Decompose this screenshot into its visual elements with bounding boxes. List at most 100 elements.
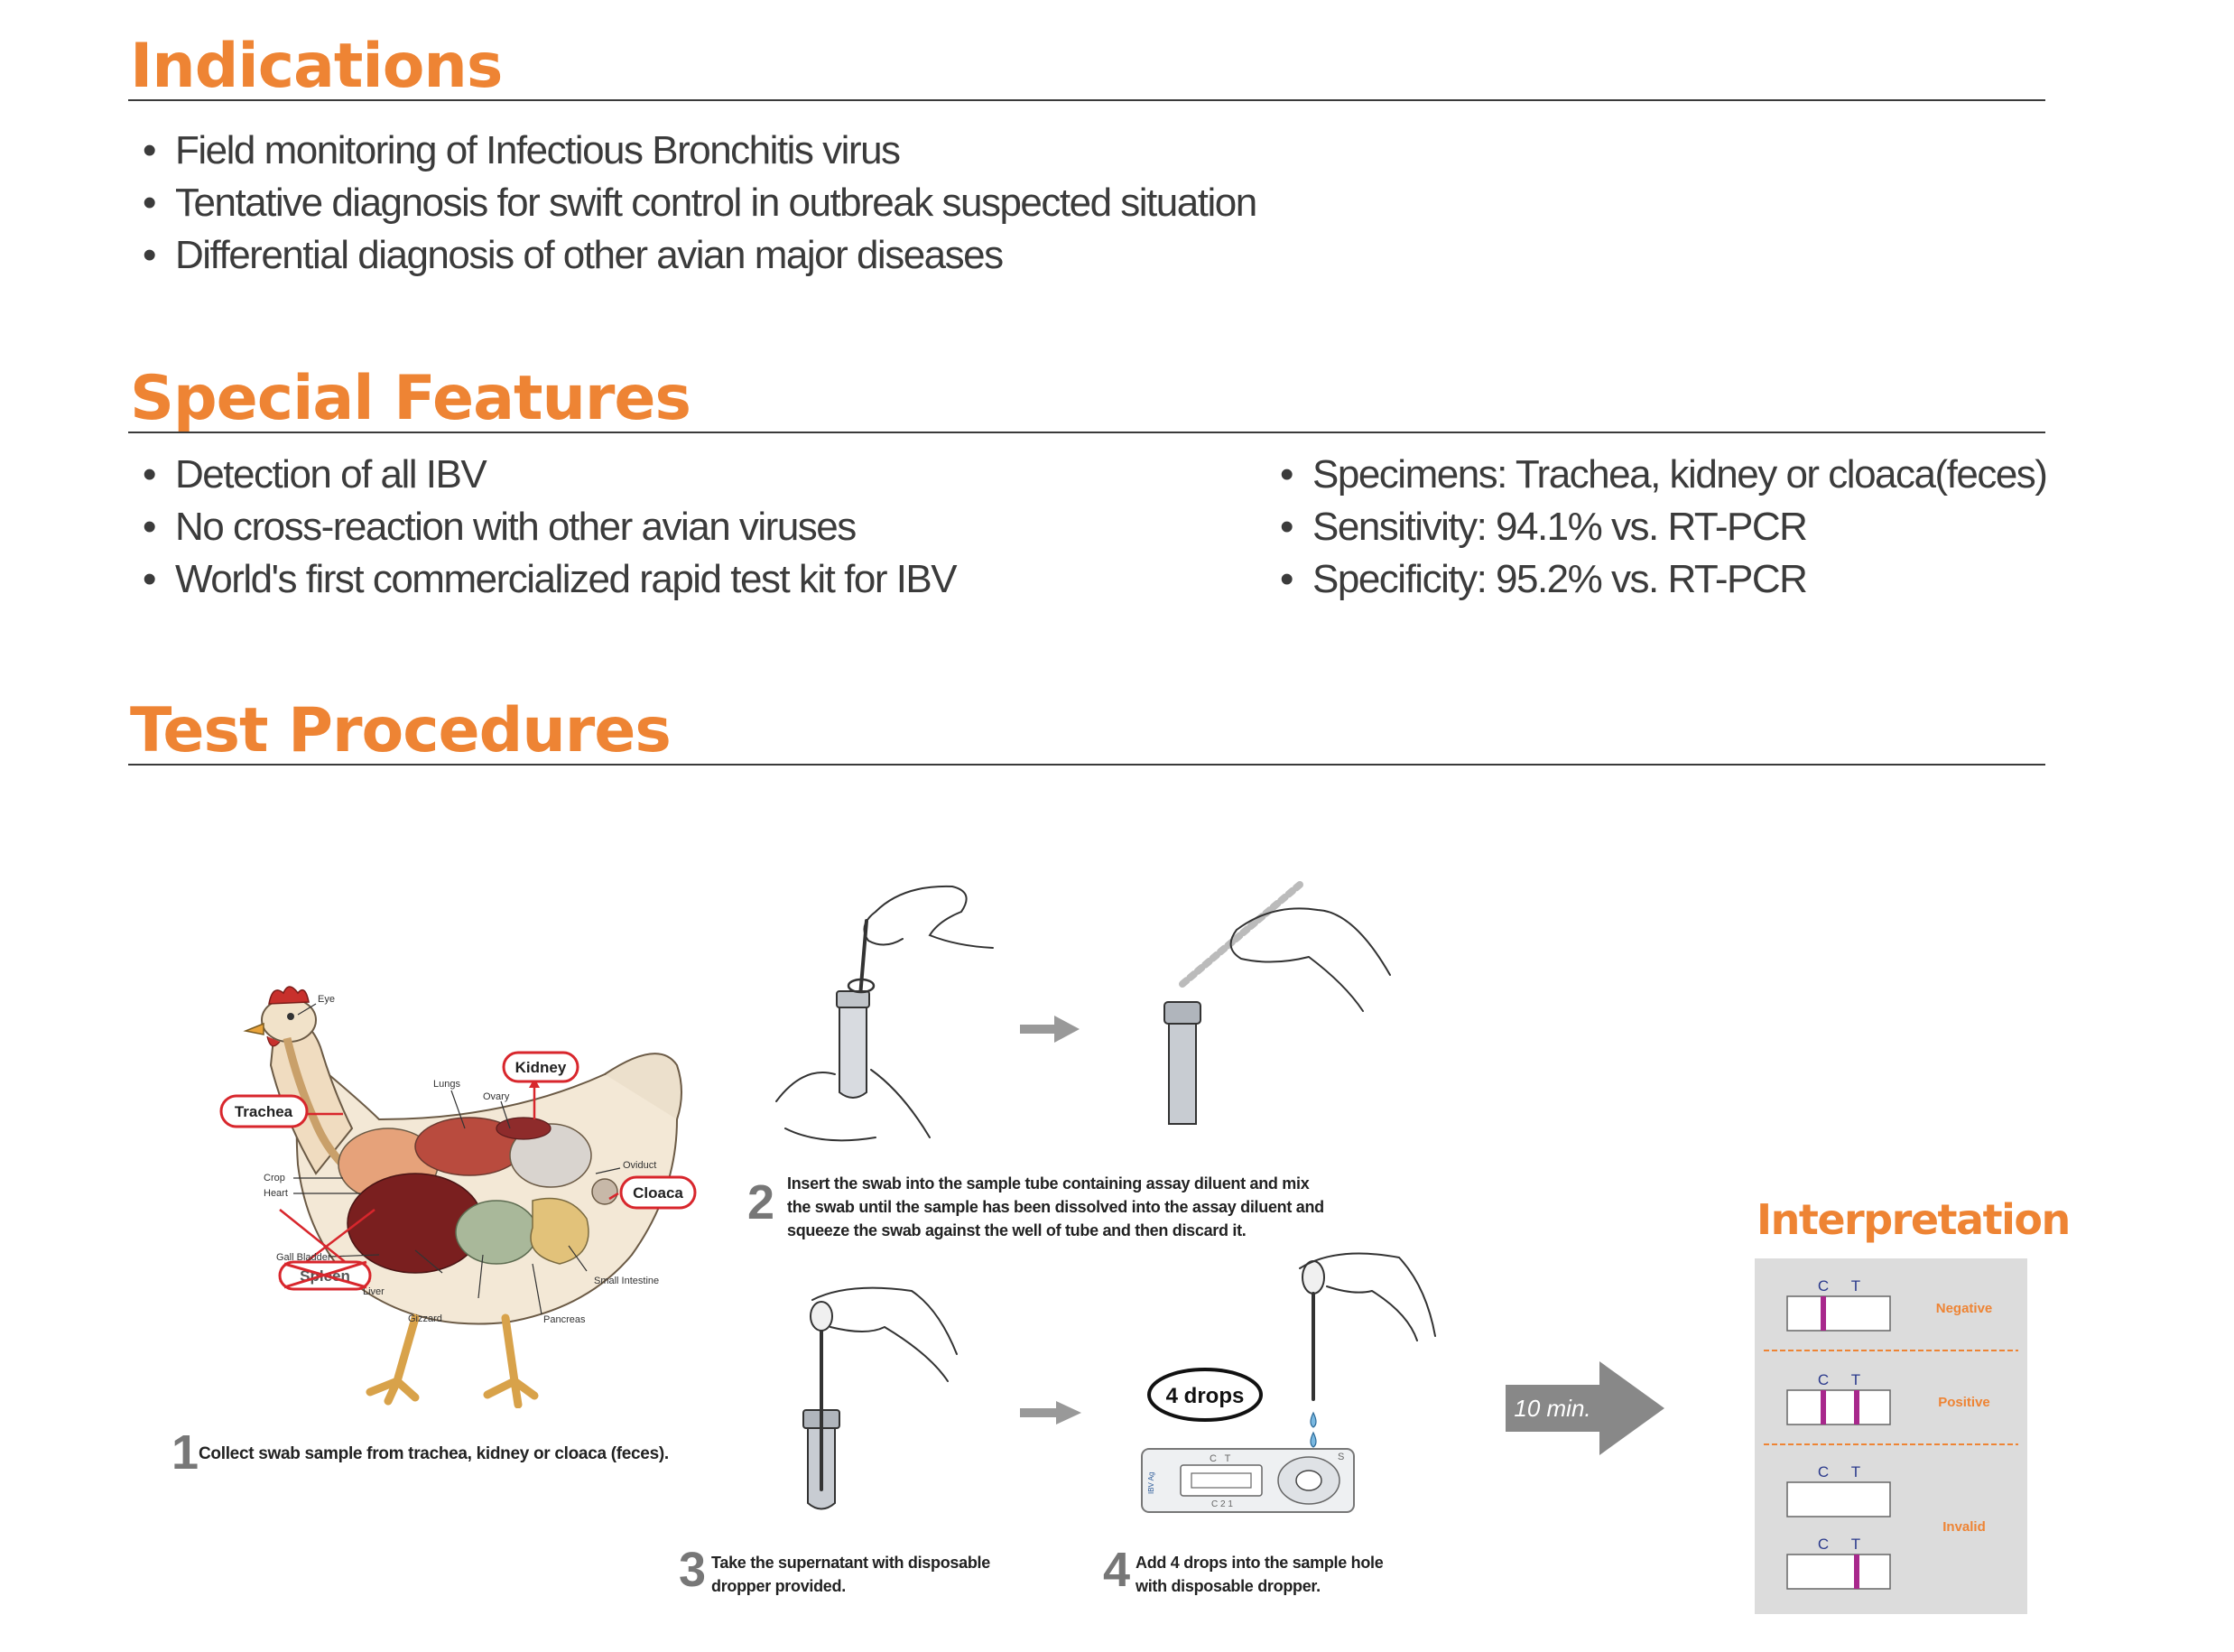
drops-badge	[1147, 1368, 1263, 1422]
step-2-line: the swab until the sample has been disso…	[787, 1198, 1324, 1216]
step-3-arrow	[1020, 1401, 1081, 1425]
chicken-beak	[243, 1022, 264, 1035]
label-eye: Eye	[318, 994, 335, 1005]
test-procedures-title: Test Procedures	[130, 695, 672, 766]
chicken-wattle	[266, 1035, 281, 1047]
feature-item: Detection of all IBV	[143, 449, 956, 501]
interp-strip	[1786, 1554, 1891, 1590]
interp-c-label: C	[1818, 1277, 1829, 1295]
interp-t-line	[1854, 1555, 1859, 1589]
feature-item: Specimens: Trachea, kidney or cloaca(fec…	[1280, 449, 2048, 501]
step-3-line: Take the supernatant with disposable	[711, 1554, 990, 1572]
features-left-list: Detection of all IBV No cross-reaction w…	[143, 449, 958, 606]
special-features-title: Special Features	[130, 363, 691, 434]
drops-label: 4 drops	[1166, 1384, 1245, 1408]
trachea-organ	[283, 1036, 347, 1168]
features-right-list: Specimens: Trachea, kidney or cloaca(fec…	[1280, 449, 2048, 606]
interp-c-line	[1821, 1296, 1826, 1331]
label-ovary: Ovary	[483, 1091, 510, 1102]
label-small-intestine: Small Intestine	[594, 1276, 659, 1286]
test-procedures-divider	[128, 764, 2045, 766]
interpretation-title: Interpretation	[1757, 1195, 2071, 1244]
interp-c-label: C	[1818, 1536, 1829, 1553]
interp-strip	[1786, 1295, 1891, 1332]
step-2-tube	[839, 1006, 867, 1099]
step-2-number: 2	[747, 1175, 775, 1230]
step-3-line: dropper provided.	[711, 1577, 846, 1595]
interp-t-label: T	[1851, 1371, 1860, 1388]
step-3-caption: Take the supernatant with disposable dro…	[711, 1551, 990, 1598]
step-2-line: squeeze the swab against the well of tub…	[787, 1221, 1247, 1239]
step-4-line: Add 4 drops into the sample hole	[1136, 1554, 1384, 1572]
ovary-organ	[509, 1123, 592, 1188]
cassette-c-label: C	[1210, 1453, 1217, 1464]
chicken-eye	[287, 1013, 294, 1020]
intestine-organ	[530, 1197, 589, 1265]
label-gall-bladder: Gall Bladder	[276, 1252, 331, 1263]
step-2-arrow	[1020, 1016, 1080, 1043]
cassette-brand-label: IBV Ag	[1147, 1472, 1155, 1494]
interp-c-line	[1821, 1390, 1826, 1425]
feature-item: No cross-reaction with other avian virus…	[143, 501, 956, 553]
label-trachea: Trachea	[235, 1103, 293, 1120]
label-kidney: Kidney	[515, 1059, 567, 1076]
label-crop: Crop	[264, 1173, 285, 1183]
step-1-number: 1	[171, 1425, 199, 1480]
gizzard-organ	[455, 1200, 538, 1265]
feature-item: World's first commercialized rapid test …	[143, 553, 958, 606]
indications-title: Indications	[130, 31, 503, 102]
interp-result-positive: Positive	[1938, 1395, 1990, 1410]
label-heart: Heart	[264, 1188, 288, 1199]
interp-result-invalid: Invalid	[1942, 1519, 1986, 1535]
interp-c-label: C	[1818, 1371, 1829, 1388]
kidney-organ	[496, 1117, 552, 1140]
special-features-divider	[128, 432, 2045, 433]
interp-result-negative: Negative	[1936, 1301, 1993, 1316]
cassette-t-label: T	[1225, 1453, 1231, 1464]
chicken-anatomy-illustration: Eye Lungs Ovary Oviduct Crop Heart Gall …	[219, 986, 697, 1408]
step-2-hand-top	[863, 885, 994, 949]
step-1-caption: Collect swab sample from trachea, kidney…	[199, 1444, 669, 1463]
interp-t-label: T	[1851, 1277, 1860, 1295]
indication-item: Tentative diagnosis for swift control in…	[143, 177, 1257, 229]
step-4-illustration: 4 drops C T S C 2 1 IBV Ag	[1141, 1252, 1436, 1513]
step-2-line: Insert the swab into the sample tube con…	[787, 1174, 1310, 1193]
cassette-bottom-label: C 2 1	[1211, 1499, 1233, 1509]
step-2-caption: Insert the swab into the sample tube con…	[787, 1172, 1324, 1242]
feature-item: Specificity: 95.2% vs. RT-PCR	[1280, 553, 2046, 606]
feature-item: Sensitivity: 94.1% vs. RT-PCR	[1280, 501, 2046, 553]
label-oviduct: Oviduct	[623, 1160, 656, 1171]
step-3-number: 3	[679, 1543, 707, 1597]
step-4-caption: Add 4 drops into the sample hole with di…	[1136, 1551, 1384, 1598]
chicken-tail	[604, 1053, 682, 1120]
chicken-head	[261, 998, 317, 1043]
interp-t-label: T	[1851, 1463, 1860, 1480]
label-pancreas: Pancreas	[543, 1314, 586, 1325]
step-4-number: 4	[1103, 1543, 1131, 1597]
indications-list: Field monitoring of Infectious Bronchiti…	[143, 125, 1257, 282]
step-3-dropper-bulb	[810, 1301, 833, 1332]
interp-strip	[1786, 1389, 1891, 1425]
chicken-right-leg	[483, 1313, 539, 1408]
label-liver: Liver	[363, 1286, 385, 1297]
cloaca-organ	[591, 1178, 618, 1205]
step-2-illustration	[775, 881, 1391, 1142]
label-gizzard: Gizzard	[408, 1313, 442, 1324]
indication-item: Differential diagnosis of other avian ma…	[143, 229, 1256, 282]
label-lungs: Lungs	[433, 1079, 460, 1090]
chicken-left-leg	[366, 1313, 420, 1406]
step-4-line: with disposable dropper.	[1136, 1577, 1321, 1595]
indications-divider	[128, 99, 2045, 101]
indication-item: Field monitoring of Infectious Bronchiti…	[143, 125, 1256, 177]
interp-t-line	[1854, 1390, 1859, 1425]
interp-strip	[1786, 1481, 1891, 1517]
timer-label: 10 min.	[1514, 1395, 1590, 1422]
chicken-comb	[268, 986, 310, 1005]
interp-t-label: T	[1851, 1536, 1860, 1553]
cassette-s-label: S	[1338, 1452, 1344, 1462]
interp-c-label: C	[1818, 1463, 1829, 1480]
timer-arrow: 10 min.	[1506, 1361, 1664, 1455]
label-cloaca: Cloaca	[633, 1184, 683, 1202]
